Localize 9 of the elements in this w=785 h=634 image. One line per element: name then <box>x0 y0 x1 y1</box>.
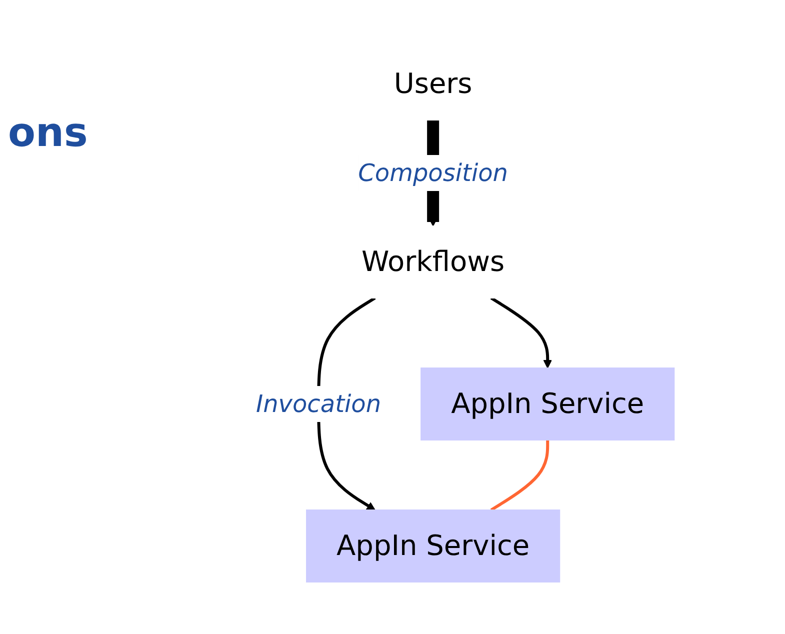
edge-label: Composition <box>358 159 508 187</box>
side-label: ons <box>8 110 88 156</box>
node-box: AppIn Service <box>420 368 675 440</box>
node-text: Workflows <box>361 245 505 278</box>
node-box: AppIn Service <box>306 510 560 582</box>
connector <box>490 440 550 512</box>
node-text: Users <box>394 67 472 100</box>
arrow <box>490 296 552 368</box>
edge-label: Invocation <box>256 390 381 418</box>
